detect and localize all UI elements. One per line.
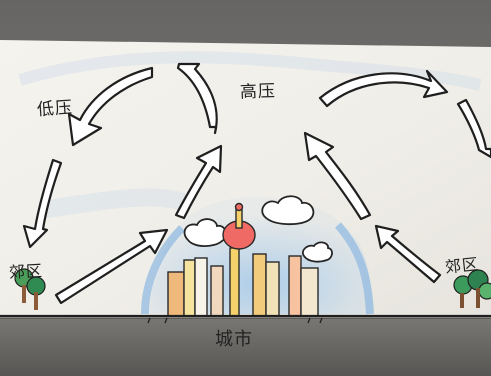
table-bottom: [0, 315, 491, 376]
circulation-arrows: [22, 62, 491, 305]
city-label: 城市: [215, 329, 253, 350]
circulation-arrow: [174, 144, 223, 220]
circulation-arrow: [67, 66, 154, 147]
building: [252, 253, 267, 317]
city-sky-edge-left: [141, 225, 185, 315]
right-trees: [453, 269, 491, 308]
cloud-small: [302, 241, 333, 263]
circulation-arrow: [456, 98, 491, 159]
tv-tower-shaft: [229, 247, 240, 317]
sky-scribble-2: [38, 188, 195, 219]
building: [183, 259, 196, 317]
left-trees: [14, 268, 46, 310]
building: [300, 267, 319, 317]
city-buildings: [167, 202, 319, 317]
building: [265, 261, 280, 317]
left-low-pressure-label: 低压: [36, 97, 74, 121]
circulation-arrow: [176, 62, 218, 135]
circulation-arrow: [303, 131, 372, 221]
paper-sheet: [0, 40, 491, 318]
building: [167, 271, 185, 317]
building: [210, 265, 224, 317]
circulation-arrow: [54, 228, 169, 305]
circulation-arrow: [318, 69, 449, 108]
ground-strokes: [147, 317, 323, 324]
clouds: [183, 195, 333, 263]
left-suburb-label: 郊区: [8, 261, 44, 282]
circulation-arrow: [22, 158, 63, 249]
top-high-pressure-label: 高压: [239, 81, 277, 103]
city-sky-edge-right: [334, 222, 374, 315]
right-suburb-label: 郊区: [444, 254, 480, 277]
building: [194, 257, 208, 317]
building: [288, 255, 302, 317]
cloud-right: [261, 195, 315, 226]
tv-tower-top: [234, 202, 244, 212]
circulation-arrow: [374, 224, 442, 284]
cloud-left: [183, 218, 227, 248]
